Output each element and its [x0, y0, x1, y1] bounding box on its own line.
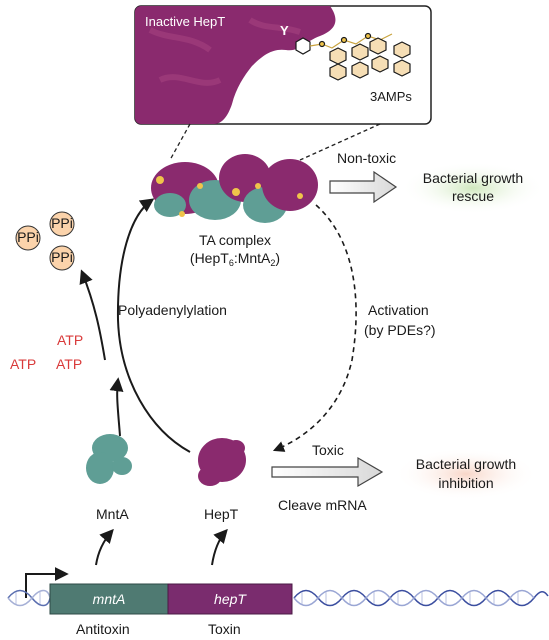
- antitoxin-label: Antitoxin: [76, 621, 130, 637]
- ta-complex-formula: (HepT6:MntA2): [190, 250, 280, 268]
- inset-title: Inactive HepT: [145, 14, 225, 29]
- formula-sub1: 6: [229, 258, 234, 268]
- ta-complex-label: TA complex: [199, 232, 271, 248]
- ppi-release-arrow: [79, 269, 106, 361]
- formula-end: ): [275, 250, 280, 266]
- inhibition-line1: Bacterial growth: [416, 456, 516, 472]
- atp-1: ATP: [57, 332, 83, 348]
- 3amp-ligand: [295, 32, 411, 81]
- mnta-gene-box: [49, 583, 169, 615]
- ppi-group: PPi PPi PPi: [15, 211, 75, 271]
- inset-panel: Inactive HepT Y 3AMPs: [134, 5, 432, 125]
- ppi-2: PPi: [51, 215, 73, 231]
- inhibition-line2: inhibition: [438, 475, 493, 491]
- mnta-to-cycle-arrow: [109, 377, 124, 437]
- ppi-1: PPi: [17, 229, 39, 245]
- promoter-arrow: [25, 567, 69, 598]
- nontoxic-label: Non-toxic: [337, 150, 396, 166]
- rescue-line1: Bacterial growth: [423, 170, 523, 186]
- hept-label: HepT: [204, 506, 239, 522]
- hept-gene-label: hepT: [214, 591, 247, 607]
- polyadenylation-label: Polyadenylylation: [118, 302, 227, 318]
- toxic-label: Toxic: [312, 442, 344, 458]
- atp-3: ATP: [56, 356, 82, 372]
- activation-line2: (by PDEs?): [364, 322, 436, 338]
- formula-mid: :MntA: [234, 250, 271, 266]
- hept-gene-box: [167, 583, 293, 615]
- mnta-label: MntA: [96, 506, 129, 522]
- mnta-expression-arrow: [95, 528, 114, 566]
- toxin-label: Toxin: [208, 621, 241, 637]
- formula-main: (HepT: [190, 250, 229, 266]
- atp-2: ATP: [10, 356, 36, 372]
- toxic-arrow: [271, 456, 384, 488]
- hept-surface: [135, 6, 336, 124]
- ppi-3: PPi: [51, 249, 73, 265]
- cleave-label: Cleave mRNA: [278, 497, 367, 513]
- formula-sub2: 2: [270, 258, 275, 268]
- ta-complex-structure: [151, 154, 318, 223]
- rescue-line2: rescue: [452, 188, 494, 204]
- mnta-structure: [86, 434, 132, 484]
- hept-expression-arrow: [211, 528, 228, 566]
- mnta-gene-label: mntA: [93, 591, 126, 607]
- ligand-label: 3AMPs: [370, 89, 412, 104]
- nontoxic-arrow: [329, 170, 398, 204]
- activation-line1: Activation: [368, 302, 429, 318]
- hept-structure: [198, 438, 246, 486]
- polyadenylation-arc: [116, 198, 191, 453]
- dna-helix: [7, 589, 549, 607]
- activation-arc: [272, 204, 357, 452]
- tyrosine-label: Y: [280, 23, 289, 38]
